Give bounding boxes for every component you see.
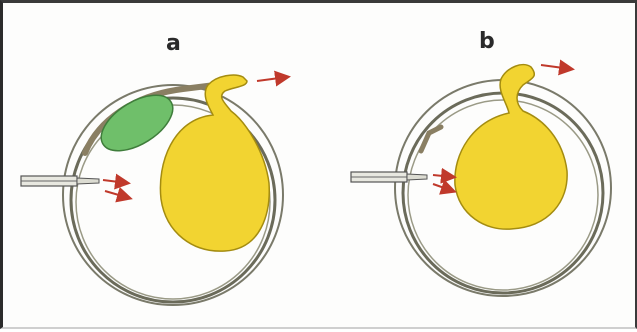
panel-b-arrow-left-2: [433, 184, 453, 191]
panel-b-arrow-left-1: [433, 175, 453, 177]
panel-a-arrow-left-2: [105, 191, 129, 198]
panel-a: [21, 75, 287, 305]
diagram-canvas: [3, 3, 637, 332]
panel-a-label: a: [166, 31, 181, 56]
panel-a-pipette: [21, 176, 99, 186]
panel-b-label: b: [479, 29, 495, 54]
panel-b-pipette: [351, 172, 427, 182]
panel-b-arrow-top: [541, 65, 571, 69]
panel-a-yolk: [160, 75, 269, 251]
panel-b-yolk: [455, 65, 567, 230]
panel-a-arrow-top: [257, 77, 287, 81]
panel-a-arrow-left-1: [103, 180, 127, 183]
panel-b: [351, 65, 611, 296]
